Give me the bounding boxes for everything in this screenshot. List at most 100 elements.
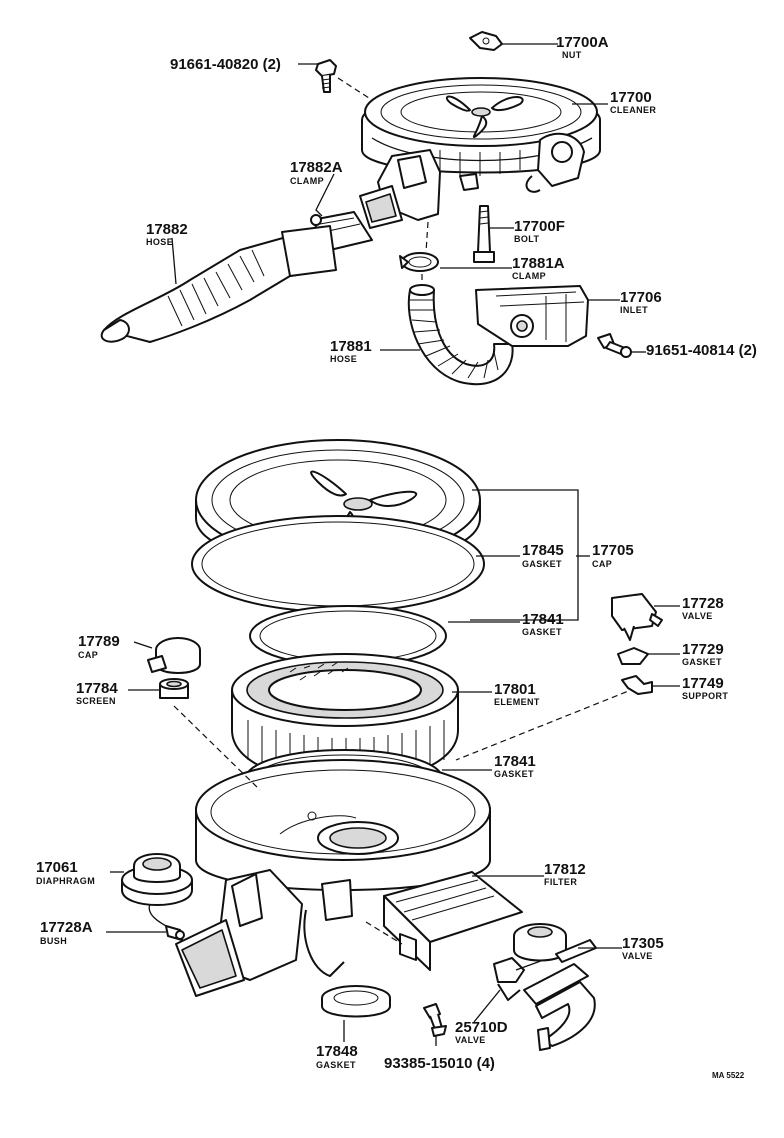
part-description: BOLT [514, 234, 540, 244]
valve-17305-drawing [513, 923, 597, 1051]
part-number: 17882 [146, 221, 188, 238]
part-number: 17700A [556, 34, 609, 51]
part-number: 17789 [78, 633, 120, 650]
part-description: GASKET [682, 657, 722, 667]
part-number: 17706 [620, 289, 662, 306]
part-description: SCREEN [76, 696, 116, 706]
label-17801: 17801 ELEMENT [494, 681, 540, 707]
label-17700f: 17700F BOLT [514, 218, 565, 244]
part-number: 17848 [316, 1043, 358, 1060]
label-17789: 17789 CAP [78, 633, 120, 660]
label-17841-upper: 17841 GASKET [522, 611, 564, 637]
label-91661-40820: 91661-40820 (2) [170, 56, 281, 73]
label-17784: 17784 SCREEN [76, 680, 118, 706]
part-description: BUSH [40, 936, 67, 946]
label-17882a: 17882A CLAMP [290, 159, 343, 186]
part-description: CAP [592, 559, 612, 569]
label-17729: 17729 GASKET [682, 641, 724, 667]
part-description: VALVE [622, 951, 653, 961]
leader-lines [106, 43, 680, 1046]
label-17700: 17700 CLEANER [610, 89, 656, 115]
part-description: CLAMP [290, 176, 324, 186]
part-number: 17881A [512, 255, 565, 272]
part-number: 17841 [522, 611, 564, 628]
bolt-91651-drawing [597, 333, 632, 358]
label-17700a: 17700A NUT [556, 34, 609, 60]
label-17812: 17812 FILTER [544, 861, 586, 887]
label-17882: 17882 HOSE [146, 221, 188, 247]
label-17305: 17305 VALVE [622, 935, 664, 961]
part-number: 17784 [76, 680, 118, 697]
label-17841-lower: 17841 GASKET [494, 753, 536, 779]
cap-17789-drawing [147, 637, 201, 674]
part-number: 17061 [36, 859, 78, 876]
part-description: GASKET [316, 1060, 356, 1070]
part-number: 17841 [494, 753, 536, 770]
label-17848: 17848 GASKET [316, 1043, 358, 1070]
part-number: 17705 [592, 542, 634, 559]
part-number: 17881 [330, 338, 372, 355]
inlet-17706-drawing [475, 285, 589, 347]
bolt-93385-drawing [423, 1003, 447, 1037]
part-description: ELEMENT [494, 697, 540, 707]
part-number: 17729 [682, 641, 724, 658]
clamp-17881a-drawing [399, 252, 439, 272]
part-description: VALVE [455, 1035, 486, 1045]
bush-17728a-drawing [165, 925, 185, 941]
label-17706: 17706 INLET [620, 289, 662, 315]
gasket-17845-drawing [191, 515, 485, 613]
part-number: 91651-40814 (2) [646, 342, 757, 359]
part-description: CLEANER [610, 105, 656, 115]
cleaner-17700-drawing [359, 77, 601, 229]
part-number: 93385-15010 (4) [384, 1055, 495, 1072]
part-number: 17728A [40, 919, 93, 936]
part-description: INLET [620, 305, 648, 315]
support-17749-drawing [621, 675, 653, 695]
part-description: GASKET [522, 627, 562, 637]
label-17728a: 17728A BUSH [40, 919, 93, 946]
label-17881: 17881 HOSE [330, 338, 372, 364]
gasket-17729-drawing [617, 647, 649, 665]
label-93385-15010: 93385-15010 (4) [384, 1055, 495, 1072]
part-number: 25710D [455, 1019, 508, 1036]
label-17705: 17705 CAP [592, 542, 634, 569]
part-description: CLAMP [512, 271, 546, 281]
label-17881a: 17881A CLAMP [512, 255, 565, 281]
part-description: VALVE [682, 611, 713, 621]
part-number: 17801 [494, 681, 536, 698]
label-91651-40814: 91651-40814 (2) [646, 342, 757, 359]
part-description: FILTER [544, 877, 577, 887]
label-17728: 17728 VALVE [682, 595, 724, 621]
part-number: 17700F [514, 218, 565, 235]
valve-17728-drawing [611, 593, 663, 641]
part-description: NUT [562, 50, 582, 60]
label-17845: 17845 GASKET [522, 542, 564, 569]
part-description: DIAPHRAGM [36, 876, 95, 886]
part-number: 17882A [290, 159, 343, 176]
part-description: HOSE [330, 354, 357, 364]
part-description: GASKET [522, 559, 562, 569]
housing-body-drawing [175, 759, 523, 997]
screen-17784-drawing [159, 678, 189, 699]
gasket-17848-drawing [321, 985, 391, 1018]
part-number: 17305 [622, 935, 664, 952]
part-description: HOSE [146, 237, 173, 247]
part-description: SUPPORT [682, 691, 728, 701]
part-number: 17845 [522, 542, 564, 559]
bolt-91661-drawing [315, 59, 337, 93]
label-17749: 17749 SUPPORT [682, 675, 728, 701]
bolt-17700f-drawing [473, 205, 495, 263]
part-description: CAP [78, 650, 98, 660]
part-number: 17728 [682, 595, 724, 612]
part-number: 17700 [610, 89, 652, 106]
part-number: 17749 [682, 675, 724, 692]
part-number: 91661-40820 (2) [170, 56, 281, 73]
diaphragm-17061-drawing [121, 853, 193, 929]
drawing-code: MA 5522 [712, 1071, 745, 1080]
part-description: GASKET [494, 769, 534, 779]
label-17061: 17061 DIAPHRAGM [36, 859, 95, 886]
label-25710d: 25710D VALVE [455, 1019, 508, 1045]
part-number: 17812 [544, 861, 586, 878]
nut-17700a-drawing [469, 31, 503, 51]
